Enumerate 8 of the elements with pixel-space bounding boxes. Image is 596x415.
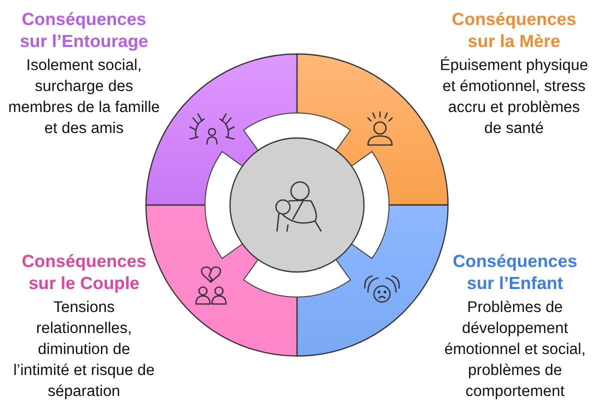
description-text: Problèmes de développement émotionnel et social, problèmes de comportement <box>443 298 587 402</box>
description-text: Tensions relationnelles, diminution de l’intimité et risque de séparation <box>12 298 156 402</box>
section-heading: Conséquences sur la Mère <box>450 8 578 52</box>
section-heading: Conséquences sur l’Enfant <box>452 250 578 294</box>
section-heading: Conséquences sur l’Entourage <box>18 8 150 52</box>
description-text: Isolement social, surcharge des membres de la famille et des amis <box>8 56 160 139</box>
description-text: Épuisement physique et émotionnel, stress accru et problèmes de santé <box>438 56 590 139</box>
section-heading: Conséquences sur le Couple <box>20 250 148 294</box>
